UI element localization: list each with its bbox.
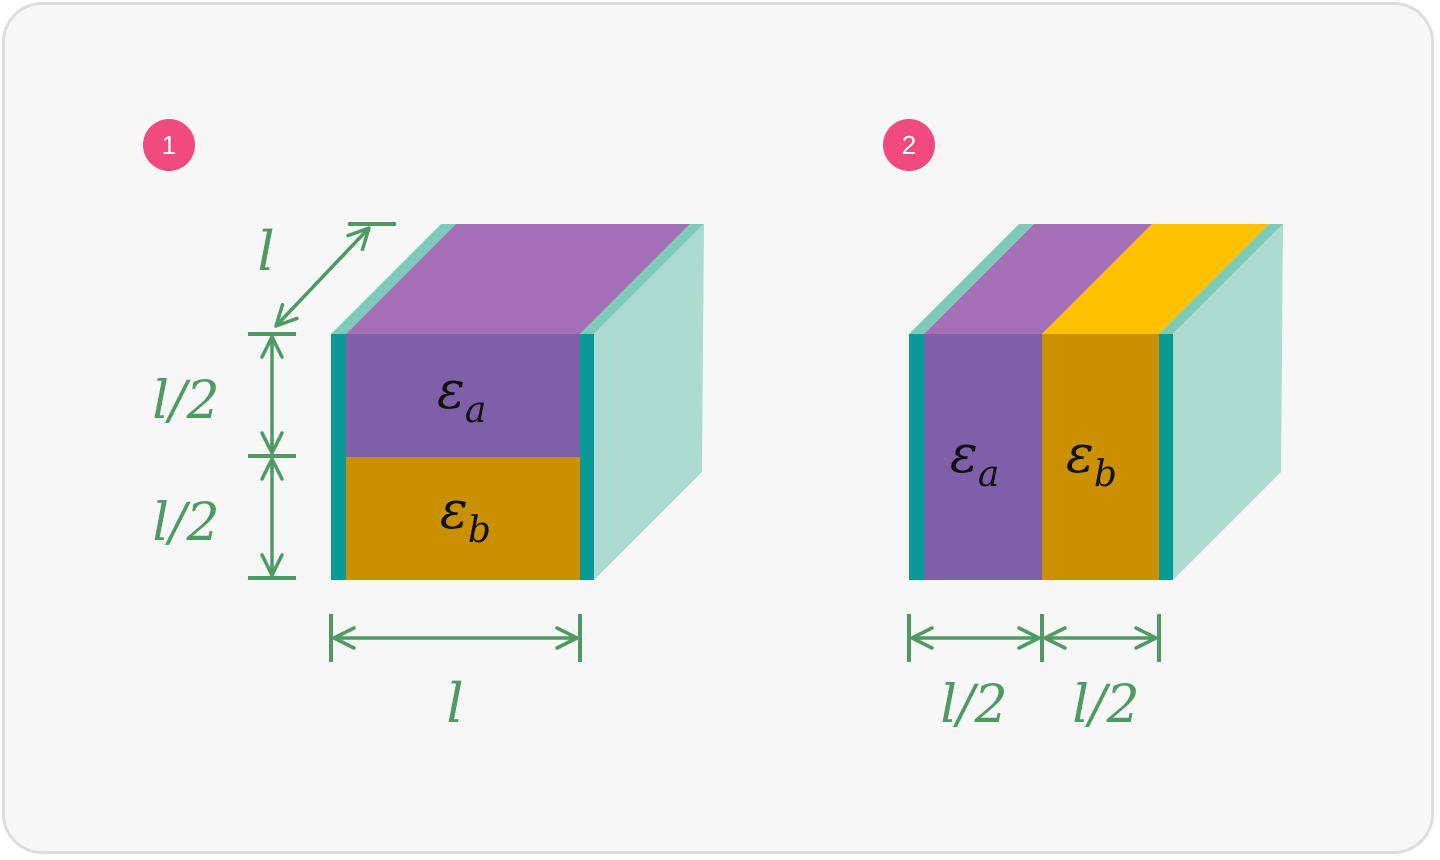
depth-label: l bbox=[257, 220, 274, 283]
right-side-face bbox=[594, 224, 704, 580]
badge-1-label: 1 bbox=[162, 130, 176, 160]
badge-2-label: 2 bbox=[902, 130, 916, 160]
dielectric-b-front-2 bbox=[1042, 334, 1159, 580]
dielectric-b-front bbox=[346, 457, 580, 580]
right-side-face-2 bbox=[1173, 224, 1283, 580]
left-electrode-front bbox=[331, 334, 346, 580]
badge-1: 1 bbox=[143, 119, 195, 171]
width2-right-label: l/2 bbox=[1072, 675, 1139, 735]
left-electrode-top-2 bbox=[909, 224, 1034, 334]
badge-2-circle bbox=[883, 119, 935, 171]
right-electrode-top-2 bbox=[1159, 224, 1283, 334]
dielectric-a-front-2 bbox=[924, 334, 1042, 580]
right-electrode-front bbox=[580, 334, 594, 580]
epsilon-a-label: εa bbox=[437, 361, 486, 431]
dielectric-a-front bbox=[346, 334, 580, 457]
diagram-2: 2 εa εb l/2 l/2 bbox=[883, 119, 1283, 735]
right-electrode-top bbox=[580, 224, 704, 334]
badge-1-circle bbox=[143, 119, 195, 171]
left-electrode-front-2 bbox=[909, 334, 924, 580]
width2-left-label: l/2 bbox=[940, 675, 1007, 735]
dielectric-b-top bbox=[1042, 224, 1269, 334]
dielectric-a-top bbox=[924, 224, 1152, 334]
height-bottom-label: l/2 bbox=[152, 493, 219, 553]
right-electrode-front-2 bbox=[1159, 334, 1173, 580]
epsilon-a-label-2: εa bbox=[950, 425, 999, 495]
dielectric-top-face bbox=[346, 224, 690, 334]
epsilon-b-label-2: εb bbox=[1066, 425, 1117, 495]
width-label: l bbox=[446, 672, 463, 735]
badge-2: 2 bbox=[883, 119, 935, 171]
epsilon-b-label: εb bbox=[440, 481, 491, 551]
diagram-1: 1 εa εb l l/2 l/2 l bbox=[143, 119, 704, 735]
depth-arrow bbox=[274, 226, 371, 328]
height-top-label: l/2 bbox=[152, 371, 219, 431]
